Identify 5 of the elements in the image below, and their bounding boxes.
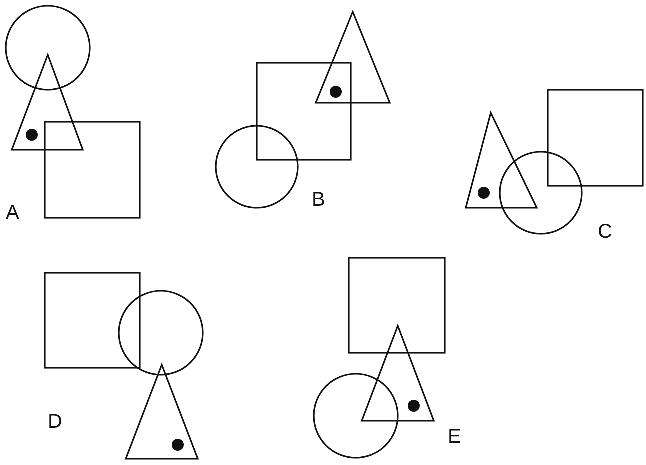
- option-letter: D: [48, 412, 62, 432]
- option-letter: C: [598, 222, 612, 242]
- option-letter: E: [448, 427, 462, 447]
- option-letter: A: [6, 203, 20, 223]
- option-letter: B: [312, 190, 326, 210]
